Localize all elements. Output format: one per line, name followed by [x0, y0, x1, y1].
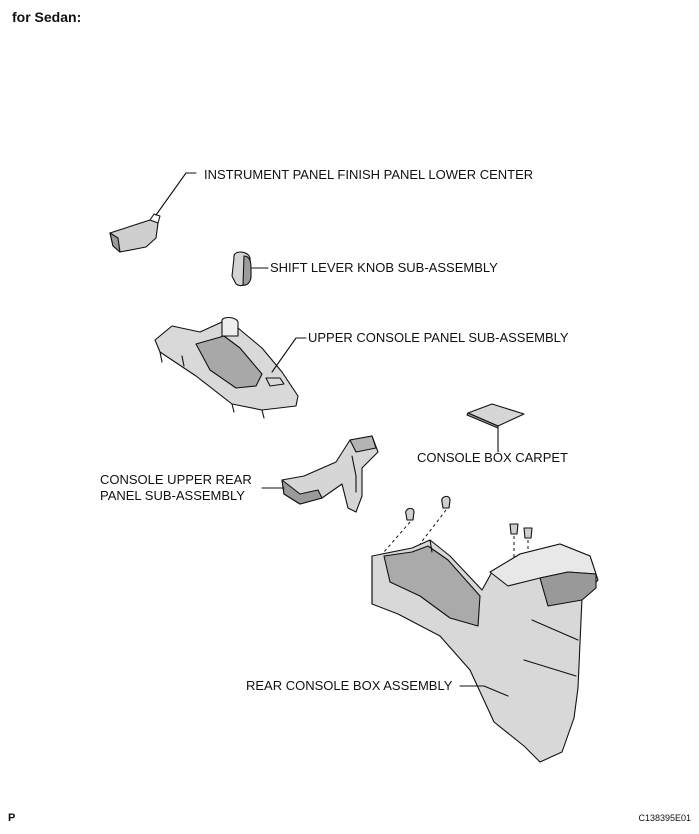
finish-panel-leader: [155, 172, 197, 216]
label-box-carpet: CONSOLE BOX CARPET: [417, 450, 568, 465]
diagram-heading: for Sedan:: [12, 9, 82, 25]
label-rear-box: REAR CONSOLE BOX ASSEMBLY: [246, 678, 453, 693]
rear-box-leader: [459, 685, 509, 697]
upper-console-part: [154, 316, 299, 419]
label-finish-panel: INSTRUMENT PANEL FINISH PANEL LOWER CENT…: [204, 167, 534, 182]
upper-console-leader: [271, 337, 307, 373]
shift-knob-part: [231, 251, 252, 287]
finish-panel-part: [109, 213, 161, 253]
figure-code: C138395E01: [638, 813, 691, 823]
box-carpet-part: [466, 403, 525, 429]
rear-box-part: [371, 539, 599, 763]
label-upper-rear-line1: CONSOLE UPPER REAR: [100, 472, 252, 487]
label-upper-rear-line2: PANEL SUB-ASSEMBLY: [100, 488, 245, 503]
label-upper-console: UPPER CONSOLE PANEL SUB-ASSEMBLY: [308, 330, 569, 345]
rear-box-clips: [405, 495, 533, 539]
label-shift-knob: SHIFT LEVER KNOB SUB-ASSEMBLY: [270, 260, 498, 275]
upper-rear-panel-part: [281, 435, 379, 513]
page-mark: P: [8, 812, 16, 824]
